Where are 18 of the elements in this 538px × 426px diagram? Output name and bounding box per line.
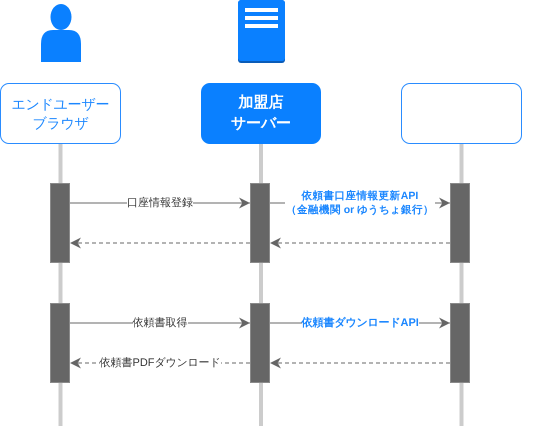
activation-bar — [450, 183, 470, 263]
edge-label: 依頼書口座情報更新API（金融機関 or ゆうちょ銀行） — [285, 188, 435, 218]
participant-label: エンドユーザーブラウザ — [10, 94, 110, 132]
activation-bar — [50, 303, 70, 383]
edge-label: 依頼書取得 — [132, 316, 188, 331]
activation-bar — [50, 183, 70, 263]
edge-label: 依頼書ダウンロードAPI — [302, 316, 419, 331]
participant-box — [201, 83, 321, 144]
dashed-arrow — [270, 238, 450, 248]
activation-bar — [250, 303, 270, 383]
activation-bar — [450, 303, 470, 383]
edge-label: 依頼書PDFダウンロード — [100, 356, 220, 371]
activation-bar — [250, 183, 270, 263]
participant-box — [0, 83, 121, 144]
participant-box — [401, 83, 522, 144]
participant-label: 加盟店サーバー — [230, 93, 292, 134]
dashed-arrow — [70, 238, 250, 248]
dashed-arrow — [270, 358, 450, 368]
